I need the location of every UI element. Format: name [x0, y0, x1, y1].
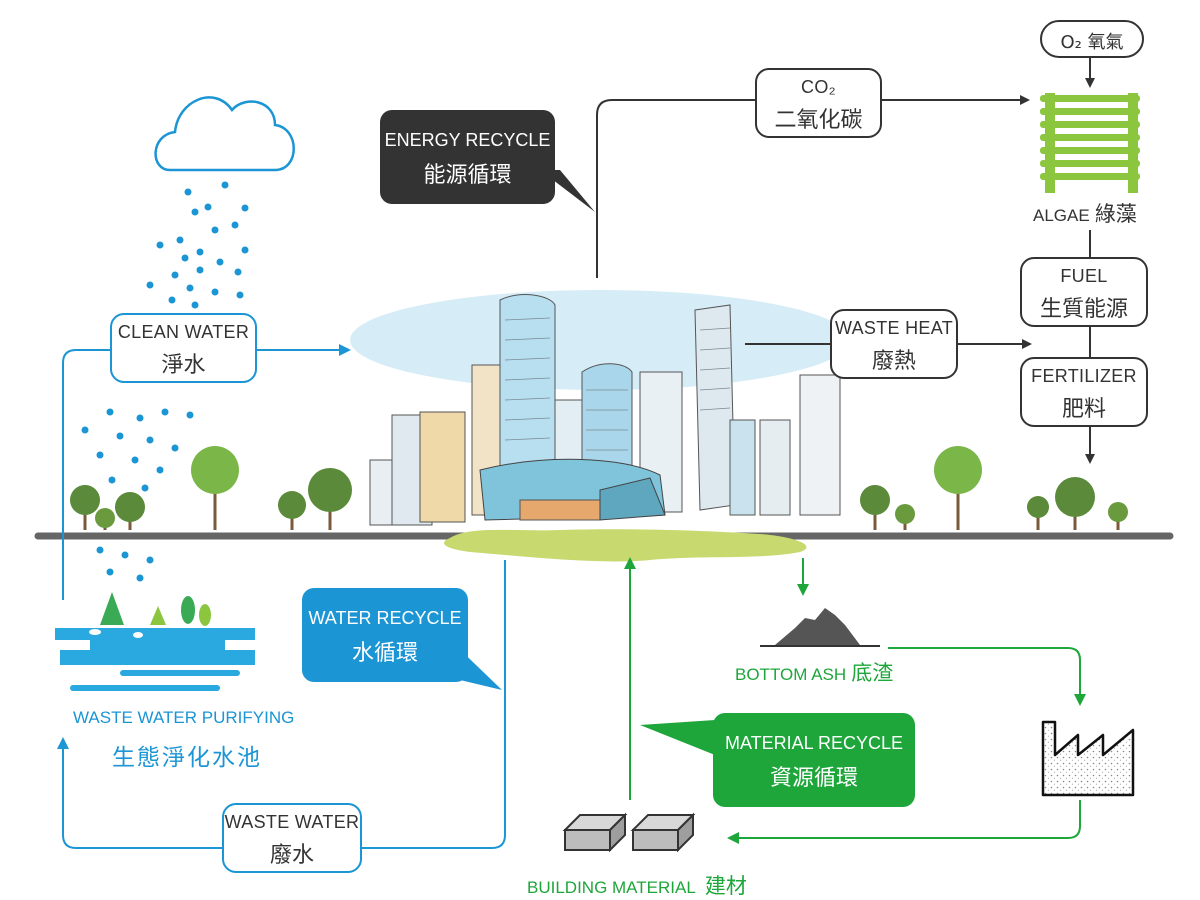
fuel-box: FUEL 生質能源: [1020, 257, 1148, 327]
fuel-en: FUEL: [1060, 266, 1108, 286]
fuel-zh: 生質能源: [1039, 297, 1128, 322]
ash-pile-icon: [760, 608, 880, 647]
waste-heat-zh: 廢熱: [871, 349, 916, 374]
water-recycle-en: WATER RECYCLE: [308, 608, 462, 628]
cloud-icon: [154, 96, 295, 172]
factory-icon: [1041, 720, 1135, 797]
energy-recycle-zh: 能源循環: [423, 163, 512, 188]
city-icon: [350, 290, 850, 526]
water-flow-arrows: [57, 344, 506, 849]
co2-box: CO₂ 二氧化碳: [755, 68, 882, 138]
algae-zh: 綠藻: [1094, 202, 1137, 226]
material-flow-arrows: [624, 557, 1086, 844]
algae-label: ALGAE 綠藻: [1033, 198, 1137, 228]
waste-heat-en: WASTE HEAT: [834, 318, 953, 338]
purifying-zh: 生態淨化水池: [112, 738, 262, 772]
waste-water-box: WASTE WATER 廢水: [222, 803, 362, 873]
material-callout-tail: [640, 720, 715, 755]
waste-water-zh: 廢水: [269, 843, 314, 868]
energy-recycle-callout: ENERGY RECYCLE 能源循環: [380, 110, 555, 204]
material-recycle-callout: MATERIAL RECYCLE 資源循環: [713, 713, 915, 807]
brick-icon: [562, 812, 696, 853]
waste-heat-box: WASTE HEAT 廢熱: [830, 309, 958, 379]
o2-box: O₂ 氧氣: [1040, 20, 1144, 58]
co2-label: CO₂: [801, 77, 836, 97]
fertilizer-zh: 肥料: [1061, 397, 1106, 422]
co2-zh: 二氧化碳: [774, 108, 863, 133]
grass-patch: [444, 529, 807, 562]
tree-icon: [70, 446, 1128, 530]
material-recycle-zh: 資源循環: [769, 766, 858, 791]
bottom-ash-label: BOTTOM ASH 底渣: [735, 657, 893, 687]
building-material-label: BUILDING MATERIAL 建材: [527, 870, 747, 900]
waste-water-en: WASTE WATER: [224, 812, 360, 832]
clean-water-zh: 淨水: [161, 353, 206, 378]
bottom-ash-zh: 底渣: [851, 661, 894, 685]
clean-water-box: CLEAN WATER 淨水: [110, 313, 257, 383]
o2-label: O₂ 氧氣: [1060, 32, 1124, 53]
fertilizer-en: FERTILIZER: [1031, 366, 1137, 386]
purifying-en-text: WASTE WATER PURIFYING: [73, 708, 295, 727]
purifying-en: WASTE WATER PURIFYING: [73, 708, 294, 728]
energy-recycle-en: ENERGY RECYCLE: [384, 130, 551, 150]
material-recycle-en: MATERIAL RECYCLE: [724, 733, 904, 753]
building-material-zh: 建材: [704, 874, 747, 898]
purifying-zh-text: 生態淨化水池: [112, 745, 262, 771]
bottom-ash-en: BOTTOM ASH: [735, 665, 847, 684]
building-material-en: BUILDING MATERIAL: [527, 878, 696, 897]
algae-en: ALGAE: [1033, 206, 1090, 225]
water-recycle-callout: WATER RECYCLE 水循環: [302, 588, 468, 682]
pond-icon: [55, 592, 255, 691]
algae-panel-icon: [1040, 93, 1140, 193]
energy-flow-arrows: [596, 58, 1095, 464]
water-recycle-zh: 水循環: [351, 641, 418, 666]
fertilizer-box: FERTILIZER 肥料: [1020, 357, 1148, 427]
clean-water-en: CLEAN WATER: [117, 322, 250, 342]
